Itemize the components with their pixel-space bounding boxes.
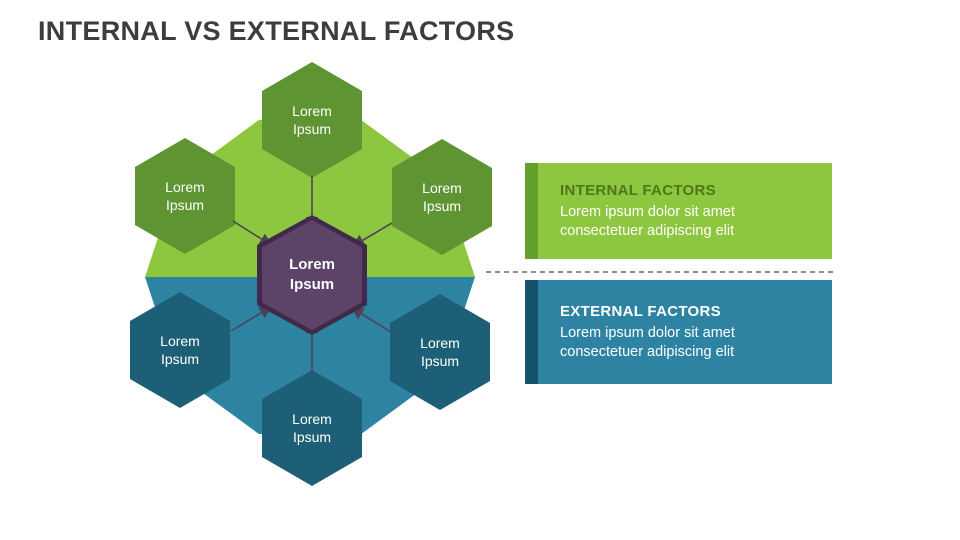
external-factors-heading: EXTERNAL FACTORS [560, 302, 721, 320]
hexagon-label: Lorem Ipsum [160, 332, 200, 367]
hexagon-external-bottom: Lorem Ipsum [262, 370, 362, 486]
hexagon-center-label: Lorem Ipsum [289, 255, 335, 293]
hexagon-external-lower-left: Lorem Ipsum [130, 292, 230, 408]
external-factors-panel: EXTERNAL FACTORS Lorem ipsum dolor sit a… [525, 280, 832, 384]
hexagon-center-inner: Lorem Ipsum [262, 220, 362, 330]
hexagon-external-lower-right: Lorem Ipsum [390, 294, 490, 410]
internal-factors-body: Lorem ipsum dolor sit amet consectetuer … [560, 203, 735, 239]
external-panel-accent-bar [525, 280, 538, 384]
slide-title: INTERNAL VS EXTERNAL FACTORS [38, 16, 515, 46]
internal-panel-accent-bar [525, 163, 538, 259]
hexagon-label: Lorem Ipsum [420, 334, 460, 369]
internal-panel-content: INTERNAL FACTORS Lorem ipsum dolor sit a… [560, 182, 820, 240]
hexagon-label: Lorem Ipsum [292, 102, 332, 137]
internal-factors-heading: INTERNAL FACTORS [560, 181, 716, 199]
external-factors-body: Lorem ipsum dolor sit amet consectetuer … [560, 324, 735, 360]
hexagon-center: Lorem Ipsum [257, 215, 367, 335]
internal-factors-panel: INTERNAL FACTORS Lorem ipsum dolor sit a… [525, 163, 832, 259]
hexagon-label: Lorem Ipsum [292, 410, 332, 445]
hexagon-label: Lorem Ipsum [165, 178, 205, 213]
external-panel-content: EXTERNAL FACTORS Lorem ipsum dolor sit a… [560, 303, 820, 361]
hexagon-label: Lorem Ipsum [422, 179, 462, 214]
